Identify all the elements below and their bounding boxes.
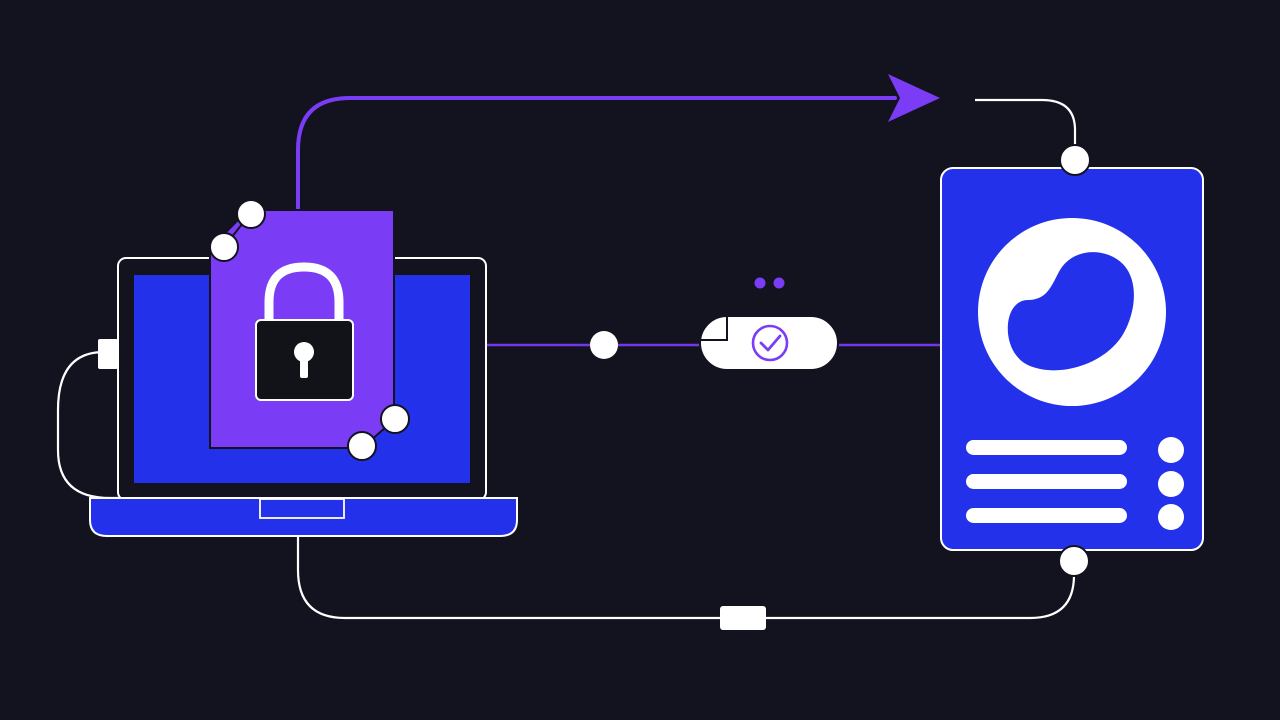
document-corner-node — [236, 199, 266, 229]
list-bullet — [1158, 437, 1184, 463]
capsule-fold — [700, 316, 728, 341]
document-corner-node — [209, 232, 239, 262]
card-bottom-node — [1058, 545, 1090, 577]
card-list — [966, 437, 1184, 530]
padlock-shackle — [264, 262, 344, 322]
document-corner-node — [347, 431, 377, 461]
laptop-trackpad — [259, 498, 345, 519]
verification-check-icon — [751, 324, 789, 362]
list-bullet — [1158, 504, 1184, 530]
document-corner-node — [380, 404, 410, 434]
avatar-blob — [1007, 252, 1134, 371]
card-top-node — [1059, 144, 1091, 176]
profile-card-icon — [940, 144, 1204, 577]
top-flow-line — [296, 96, 897, 212]
list-line — [966, 440, 1127, 455]
left-cable-line — [56, 350, 125, 500]
status-dot — [754, 277, 766, 289]
arrow-right-icon — [888, 74, 940, 122]
bottom-loop-line — [296, 536, 1076, 620]
middle-node — [590, 331, 618, 359]
list-bullet — [1158, 471, 1184, 497]
keyhole — [294, 342, 314, 362]
verification-capsule — [699, 277, 839, 371]
laptop-base — [89, 497, 518, 537]
left-cable-plug — [98, 339, 118, 369]
list-line — [966, 474, 1127, 489]
card-top-connector — [975, 98, 1077, 158]
list-line — [966, 508, 1127, 523]
padlock-icon — [255, 262, 354, 401]
encrypted-document-icon — [209, 199, 410, 461]
bottom-connector-plug — [720, 606, 766, 630]
status-dot — [773, 277, 785, 289]
keyhole-slot — [300, 354, 308, 378]
